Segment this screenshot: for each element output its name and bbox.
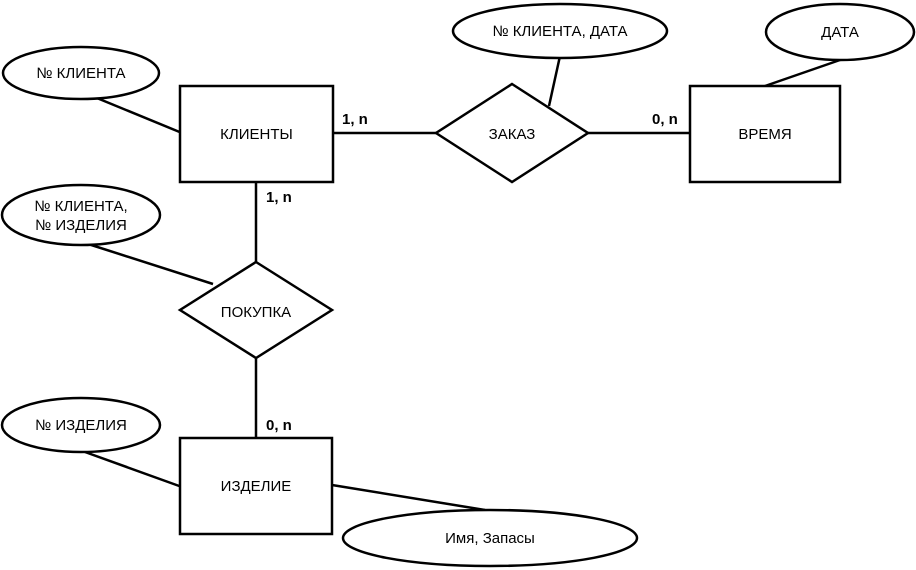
attribute-purchase-keys: № КЛИЕНТА, № ИЗДЕЛИЯ	[0, 183, 162, 247]
attribute-client-no-label: № КЛИЕНТА	[36, 65, 125, 82]
attribute-product-no-label: № ИЗДЕЛИЯ	[35, 417, 127, 434]
attribute-product-no: № ИЗДЕЛИЯ	[0, 396, 162, 454]
relationship-order: ЗАКАЗ	[433, 82, 591, 184]
link-name-stock-attr	[331, 483, 486, 512]
attribute-order-keys-label: № КЛИЕНТА, ДАТА	[492, 23, 627, 40]
attribute-date-label: ДАТА	[821, 24, 859, 41]
cardinality-time-order: 0, n	[652, 111, 678, 128]
relationship-purchase: ПОКУПКА	[177, 260, 335, 360]
attribute-date: ДАТА	[764, 2, 916, 62]
connector-lines	[84, 55, 841, 512]
link-purchase-keys-attr	[84, 241, 214, 286]
attribute-purchase-keys-line2: № ИЗДЕЛИЯ	[35, 217, 127, 234]
entity-product: ИЗДЕЛИЕ	[178, 436, 334, 536]
attribute-purchase-keys-line1: № КЛИЕНТА,	[34, 198, 127, 215]
link-client-no-attr	[91, 94, 183, 135]
relationship-purchase-label: ПОКУПКА	[221, 304, 291, 321]
entity-time: ВРЕМЯ	[688, 84, 842, 184]
link-order-keys-attr	[547, 55, 562, 107]
relationship-order-label: ЗАКАЗ	[489, 126, 536, 143]
link-product-no-attr	[84, 450, 183, 489]
entity-time-label: ВРЕМЯ	[738, 126, 791, 143]
entity-clients-label: КЛИЕНТЫ	[220, 126, 293, 143]
attribute-order-keys: № КЛИЕНТА, ДАТА	[451, 2, 669, 60]
attribute-name-stock: Имя, Запасы	[341, 508, 639, 568]
link-date-attr	[764, 58, 841, 88]
cardinality-clients-purchase: 1, n	[266, 189, 292, 206]
attribute-name-stock-label: Имя, Запасы	[445, 530, 535, 547]
entity-clients: КЛИЕНТЫ	[178, 84, 335, 184]
cardinality-product-purchase: 0, n	[266, 417, 292, 434]
cardinality-clients-order: 1, n	[342, 111, 368, 128]
attribute-client-no: № КЛИЕНТА	[1, 45, 161, 101]
entity-product-label: ИЗДЕЛИЕ	[221, 478, 292, 495]
